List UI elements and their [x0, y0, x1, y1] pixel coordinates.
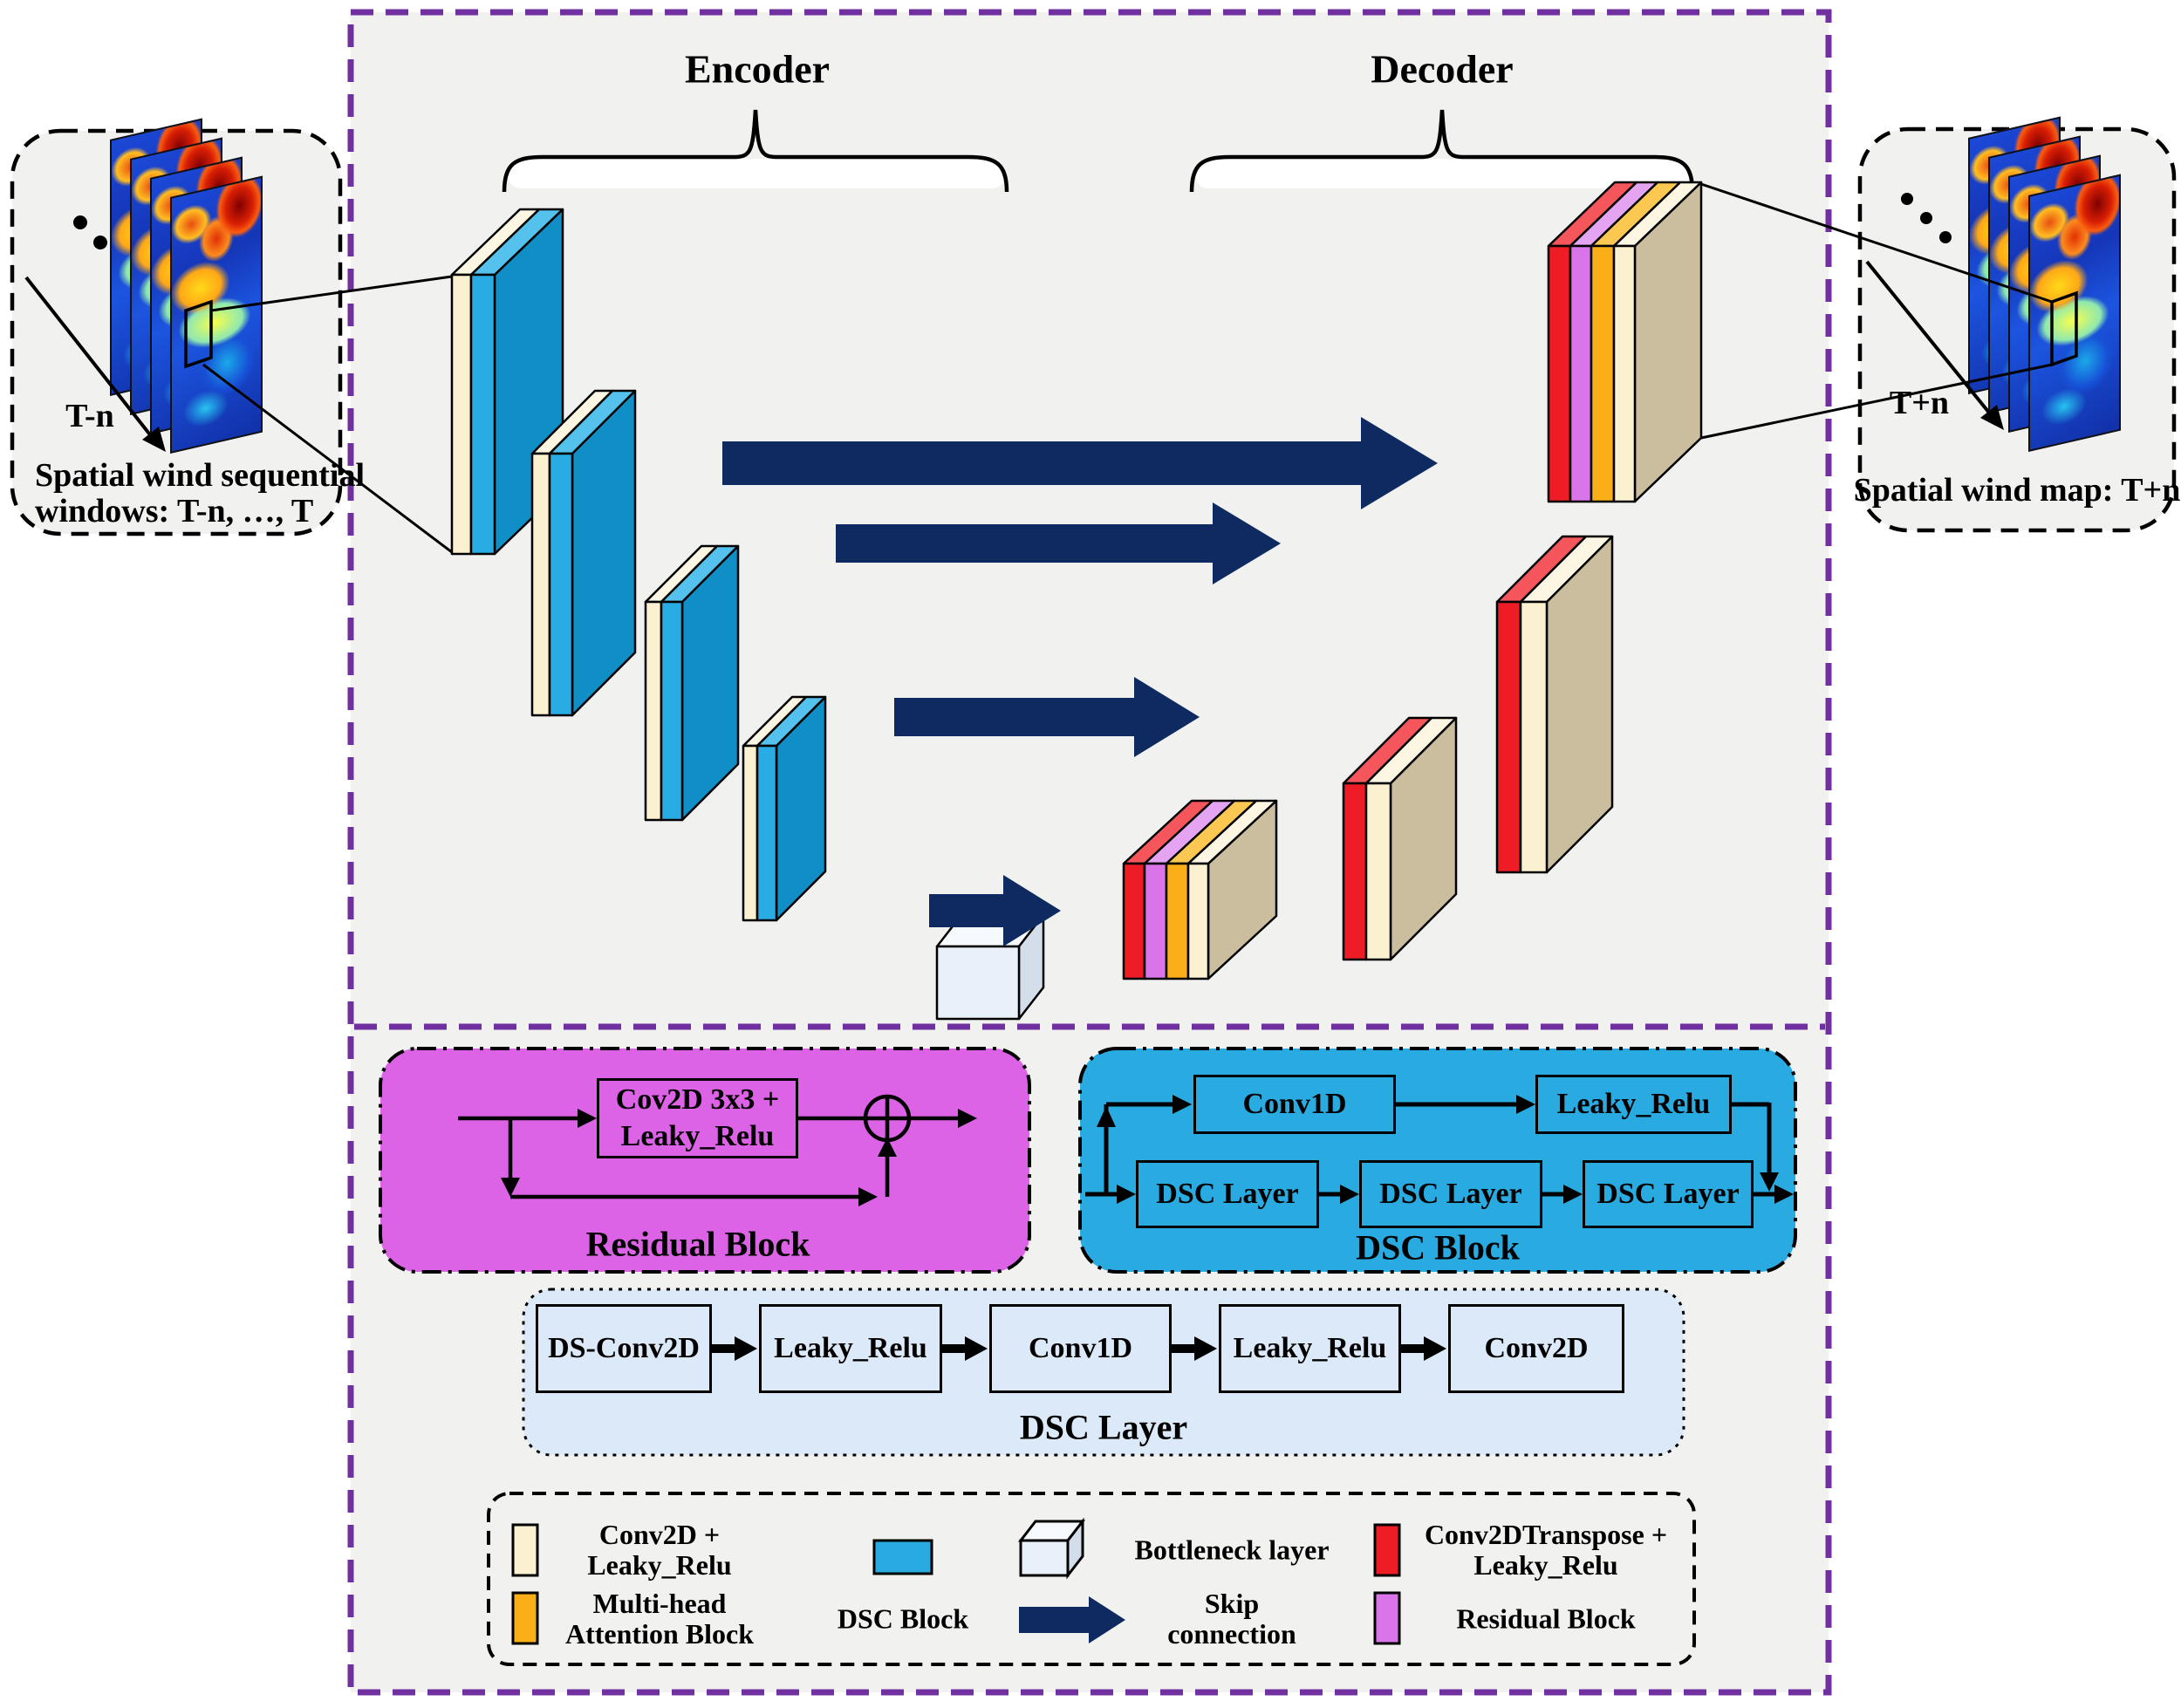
- legend-transpose-line1: Conv2DTranspose +: [1424, 1519, 1668, 1550]
- input-time-label: T-n: [65, 398, 114, 434]
- legend-skip-icon: [1019, 1596, 1125, 1643]
- legend-dsc-swatch: [872, 1539, 933, 1575]
- legend-residual-label: Residual Block: [1456, 1602, 1636, 1635]
- skip-arrow-3: [894, 677, 1200, 757]
- dsc-layer-arrows: [712, 1336, 1446, 1361]
- legend-dscblock-label: DSC Block: [837, 1602, 969, 1635]
- dsc-layer-box-1: DSC Layer: [1136, 1160, 1319, 1228]
- dsc-flow: [1085, 1095, 1794, 1204]
- decoder-block-4: [1547, 181, 1703, 503]
- legend-box: [487, 1492, 1696, 1666]
- encoder-block-2: [530, 389, 637, 717]
- legend-transpose-label: Conv2DTranspose + Leaky_Relu: [1425, 1520, 1667, 1581]
- decoder-brace: [1189, 109, 1695, 193]
- skip-arrow-4: [929, 875, 1061, 946]
- dsc-panel-title: DSC Block: [1356, 1227, 1520, 1267]
- legend-transpose-line2: Leaky_Relu: [1473, 1549, 1618, 1581]
- legend-icons: [511, 1517, 1401, 1645]
- legend-transpose-swatch: [1373, 1523, 1401, 1577]
- residual-block-panel: [379, 1047, 1031, 1274]
- legend-conv2d-line1: Conv2D +: [598, 1519, 721, 1550]
- encoder-brace: [502, 109, 1009, 193]
- legend-residual-swatch: [1373, 1591, 1401, 1645]
- legend-bottleneck-label: Bottleneck layer: [1134, 1534, 1330, 1566]
- legend-attention-swatch: [511, 1591, 539, 1645]
- legend-multihead-line1: Multi-head: [592, 1588, 727, 1619]
- residual-panel-title: Residual Block: [585, 1224, 810, 1264]
- dsc-layer-box-2: DSC Layer: [1359, 1160, 1542, 1228]
- input-caption-line2: windows: T-n, …, T: [35, 493, 314, 529]
- output-time-label: T+n: [1889, 385, 1950, 421]
- skip-arrow-2: [836, 502, 1281, 584]
- decoder-block-1: [1122, 799, 1278, 980]
- dsclayer-box-leaky1: Leaky_Relu: [759, 1304, 942, 1393]
- output-ellipsis-dots: [1901, 193, 1952, 243]
- dsc-layer-panel: [522, 1288, 1685, 1457]
- input-zoom-box: [184, 299, 213, 369]
- encoder-block-4: [742, 695, 827, 922]
- legend-multihead-line2: Attention Block: [565, 1618, 754, 1650]
- skip-connection-arrows: [722, 417, 1438, 946]
- decoder-block-3: [1495, 535, 1614, 874]
- output-zoom-box: [2050, 290, 2078, 367]
- dsclayer-box-dsconv2d: DS-Conv2D: [536, 1304, 712, 1393]
- legend-skip-line1: Skip: [1204, 1588, 1260, 1619]
- dsclayer-panel-title: DSC Layer: [1019, 1407, 1188, 1447]
- legend-skip-line2: connection: [1167, 1618, 1296, 1650]
- dsclayer-box-leaky2: Leaky_Relu: [1219, 1304, 1401, 1393]
- input-caption: Spatial wind sequential windows: T-n, …,…: [35, 458, 365, 529]
- legend-multihead-label: Multi-head Attention Block: [565, 1588, 754, 1650]
- legend-skip-label: Skip connection: [1167, 1588, 1296, 1650]
- decoder-block-2: [1342, 716, 1458, 961]
- legend-bottleneck-icon: [1017, 1517, 1086, 1580]
- residual-flow: [458, 1094, 977, 1206]
- encoder-block-3: [644, 544, 740, 822]
- skip-arrow-1: [722, 417, 1438, 509]
- dsc-conv1d-box: Conv1D: [1193, 1075, 1396, 1134]
- residual-conv-box-line2: Leaky_Relu: [620, 1120, 775, 1152]
- input-time-arrow: [24, 276, 166, 452]
- dsc-leaky-box: Leaky_Relu: [1535, 1075, 1732, 1134]
- residual-conv-box-line1: Cov2D 3x3 +: [615, 1083, 780, 1116]
- legend-conv2d-swatch: [511, 1523, 539, 1577]
- decoder-label: Decoder: [1371, 46, 1514, 92]
- input-caption-line1: Spatial wind sequential: [35, 457, 365, 494]
- legend-conv2d-line2: Leaky_Relu: [587, 1549, 732, 1581]
- dsclayer-box-conv1d: Conv1D: [989, 1304, 1172, 1393]
- projection-lines: [184, 182, 2078, 554]
- output-caption: Spatial wind map: T+n: [1853, 472, 2181, 509]
- output-time-arrow: [1865, 260, 2004, 430]
- encoder-label: Encoder: [684, 46, 831, 92]
- residual-conv-box: Cov2D 3x3 + Leaky_Relu: [597, 1078, 798, 1158]
- input-ellipsis-dots: [73, 215, 107, 249]
- dsclayer-box-conv2d: Conv2D: [1448, 1304, 1624, 1393]
- dsc-layer-box-3: DSC Layer: [1583, 1160, 1754, 1228]
- legend-conv2d-label: Conv2D + Leaky_Relu: [587, 1520, 731, 1581]
